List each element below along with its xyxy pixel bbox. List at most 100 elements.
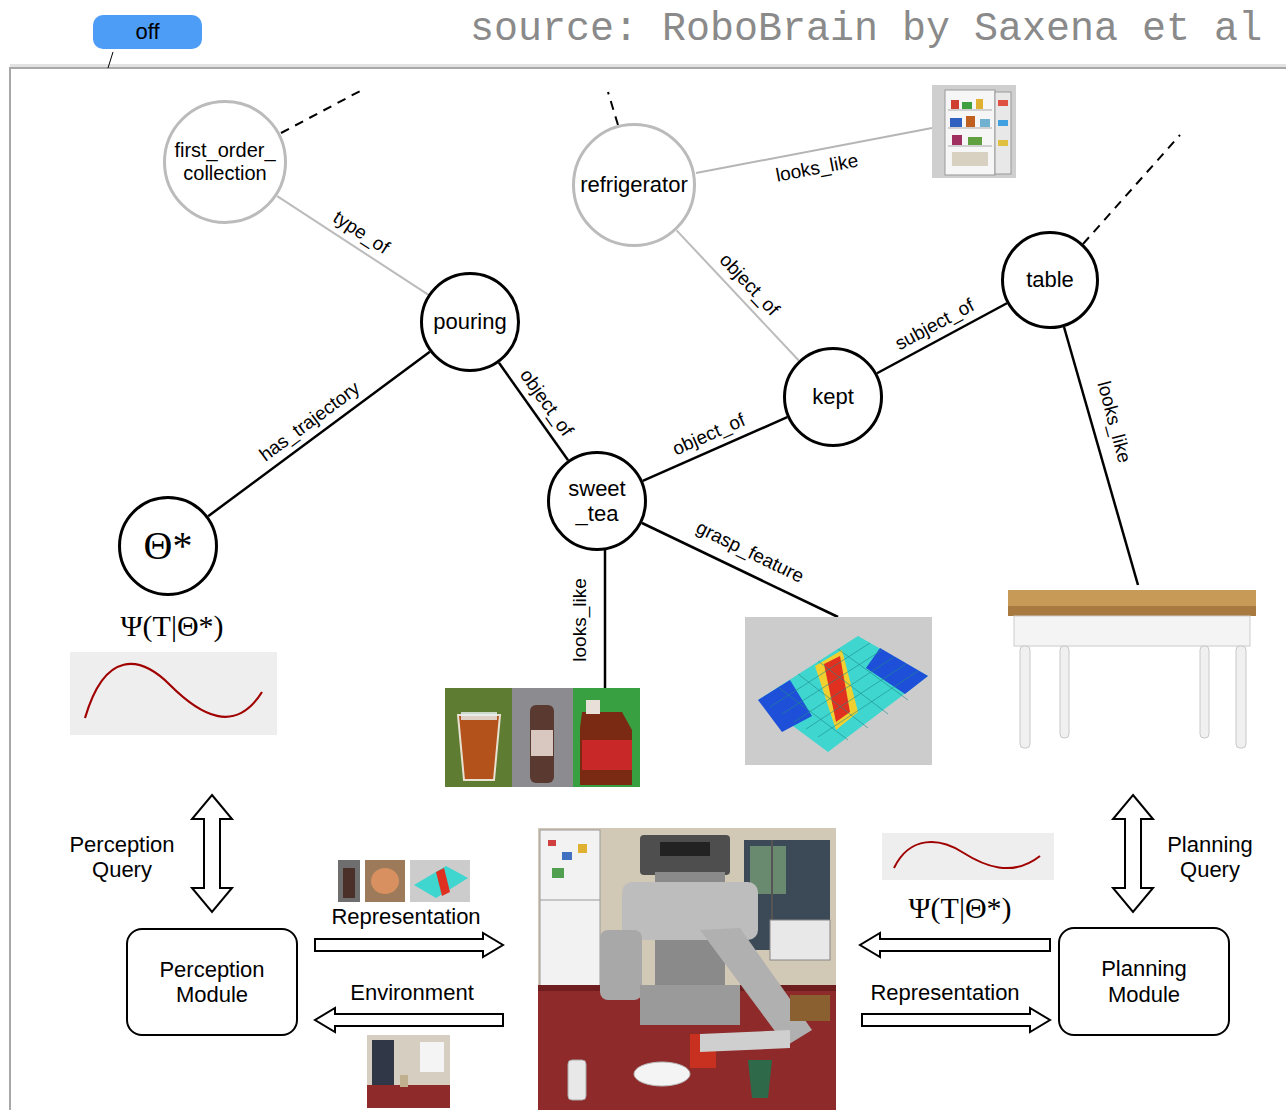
- table-picture: [1008, 590, 1256, 748]
- node-label: Planning Module: [1074, 956, 1214, 1007]
- toggle-pill: off: [93, 15, 202, 49]
- node-label: kept: [812, 384, 854, 409]
- table-picture: [1236, 646, 1246, 748]
- module-box: Planning Module: [1058, 927, 1230, 1036]
- fridge-picture: [948, 128, 992, 129]
- robot-photo: [790, 995, 830, 1021]
- robot-photo: [660, 842, 710, 856]
- robot-photo: [538, 985, 836, 1110]
- robot-photo: [640, 985, 740, 1025]
- robot-photo: [748, 1060, 772, 1098]
- slide-frame: [10, 64, 1286, 1110]
- environment-thumbnail: [372, 1040, 394, 1085]
- robot-photo: [552, 868, 564, 878]
- sweet-tea-pictures: [445, 688, 640, 787]
- representation-thumbnails: [343, 868, 355, 898]
- flow-arrow: [862, 1008, 1050, 1032]
- table-picture: [1008, 590, 1256, 616]
- representation-thumbnails: [338, 860, 470, 902]
- table-picture: [1060, 646, 1069, 738]
- fridge-picture: [952, 152, 988, 166]
- environment-thumbnail: [400, 1075, 408, 1087]
- representation-thumbnails: [410, 860, 470, 902]
- fridge-picture: [952, 135, 962, 145]
- representation-thumbnails: [365, 860, 405, 902]
- robot-photo: [538, 828, 836, 1110]
- sweet-tea-pictures: [530, 705, 554, 783]
- grasp-heatmap: [745, 617, 932, 765]
- trajectory-plot: [70, 652, 277, 735]
- trajectory-plot: [70, 652, 277, 735]
- table-picture: [1200, 646, 1209, 738]
- robot-photo: [578, 844, 587, 853]
- concept-node: table: [1001, 231, 1099, 329]
- grasp-heatmap: [815, 650, 858, 730]
- node-label: table: [1026, 267, 1074, 292]
- node-label: first_order_ collection: [166, 139, 285, 185]
- flow-label: Environment: [350, 980, 474, 1005]
- dashed-continuation: [281, 90, 362, 133]
- query-label: Planning Query: [1167, 832, 1253, 883]
- grasp-heatmap: [770, 643, 918, 740]
- concept-node: pouring: [420, 272, 520, 372]
- fridge-picture: [948, 146, 992, 147]
- trajectory-plot: [85, 664, 262, 718]
- flow-arrow: [315, 1008, 503, 1032]
- parameter-node: Θ*: [118, 496, 218, 596]
- environment-thumbnail: [367, 1085, 450, 1108]
- fridge-picture: [932, 85, 1016, 178]
- relation-label: looks_like: [569, 578, 591, 661]
- sweet-tea-pictures: [582, 740, 632, 770]
- concept-node: sweet _tea: [547, 451, 647, 551]
- robot-photo: [600, 930, 642, 1000]
- representation-thumbnails: [414, 866, 468, 898]
- query-arrow: [192, 795, 232, 912]
- sweet-tea-pictures: [458, 715, 500, 780]
- fridge-picture: [968, 137, 982, 145]
- robot-photo: [562, 852, 572, 860]
- source-note: source: RoboBrain by Saxena et al: [470, 7, 1262, 53]
- sweet-tea-pictures: [586, 700, 600, 714]
- concept-node: first_order_ collection: [163, 100, 288, 225]
- flow-arrow: [860, 933, 1050, 957]
- dashed-continuation: [1083, 135, 1180, 244]
- robot-photo: [548, 840, 556, 846]
- grasp-heatmap: [778, 687, 848, 740]
- grasp-heatmap: [758, 636, 928, 752]
- relation-edge: [208, 352, 430, 516]
- environment-thumbnail: [367, 1035, 450, 1108]
- table-picture: [1014, 616, 1250, 646]
- small-trajectory-plot: [894, 842, 1040, 868]
- robot-photo: [568, 1060, 586, 1100]
- environment-thumbnail: [420, 1042, 444, 1072]
- query-label: Perception Query: [65, 832, 180, 883]
- representation-thumbnails: [436, 868, 450, 896]
- sweet-tea-pictures: [580, 712, 632, 785]
- node-label: refrigerator: [580, 172, 688, 197]
- grasp-heatmap: [745, 617, 932, 765]
- pointer-line: [108, 52, 113, 68]
- formula-label: Ψ(T|Θ*): [908, 891, 1011, 926]
- looks-like-line: [1064, 327, 1138, 585]
- robot-photo: [700, 1030, 790, 1052]
- fridge-picture: [948, 110, 992, 111]
- robot-photo: [540, 900, 600, 901]
- fridge-picture: [980, 119, 990, 127]
- grasp-heatmap: [758, 680, 812, 732]
- sweet-tea-pictures: [512, 688, 573, 787]
- fridge-picture: [945, 90, 995, 175]
- flow-arrow: [315, 933, 503, 957]
- query-arrow: [1113, 795, 1153, 912]
- robot-photo: [634, 1062, 690, 1086]
- node-label: sweet _tea: [562, 476, 632, 527]
- node-label: off: [135, 19, 159, 44]
- sweet-tea-pictures: [445, 688, 512, 787]
- dashed-continuation: [608, 92, 618, 125]
- fridge-picture: [950, 118, 962, 127]
- node-label: Θ*: [144, 523, 193, 569]
- node-label: pouring: [433, 309, 506, 334]
- fridge-picture: [995, 92, 1011, 174]
- slide-frame: [10, 68, 1286, 1110]
- table-picture: [1008, 606, 1256, 616]
